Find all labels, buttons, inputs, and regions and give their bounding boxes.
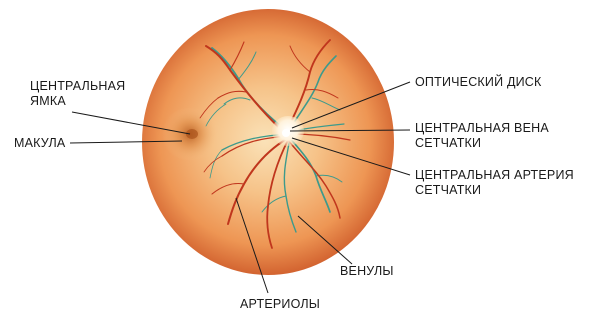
label-central-pit: ЦЕНТРАЛЬНАЯ ЯМКА (30, 79, 125, 109)
optic-cup (282, 129, 290, 137)
label-arterioles: АРТЕРИОЛЫ (240, 297, 320, 312)
label-venules: ВЕНУЛЫ (340, 264, 394, 279)
label-central-vein-line-2: СЕТЧАТКИ (415, 136, 549, 151)
label-macula-text: МАКУЛА (14, 136, 65, 151)
label-central-pit-line-1: ЦЕНТРАЛЬНАЯ (30, 79, 125, 94)
label-central-pit-line-2: ЯМКА (30, 94, 125, 109)
label-central-vein-line-1: ЦЕНТРАЛЬНАЯ ВЕНА (415, 121, 549, 136)
label-macula: МАКУЛА (14, 136, 65, 151)
label-optic-disc: ОПТИЧЕСКИЙ ДИСК (415, 75, 542, 90)
label-central-artery: ЦЕНТРАЛЬНАЯ АРТЕРИЯ СЕТЧАТКИ (415, 168, 574, 198)
label-central-vein: ЦЕНТРАЛЬНАЯ ВЕНА СЕТЧАТКИ (415, 121, 549, 151)
label-optic-disc-text: ОПТИЧЕСКИЙ ДИСК (415, 75, 542, 90)
label-central-artery-line-1: ЦЕНТРАЛЬНАЯ АРТЕРИЯ (415, 168, 574, 183)
label-central-artery-line-2: СЕТЧАТКИ (415, 183, 574, 198)
label-arterioles-text: АРТЕРИОЛЫ (240, 297, 320, 312)
label-venules-text: ВЕНУЛЫ (340, 264, 394, 279)
